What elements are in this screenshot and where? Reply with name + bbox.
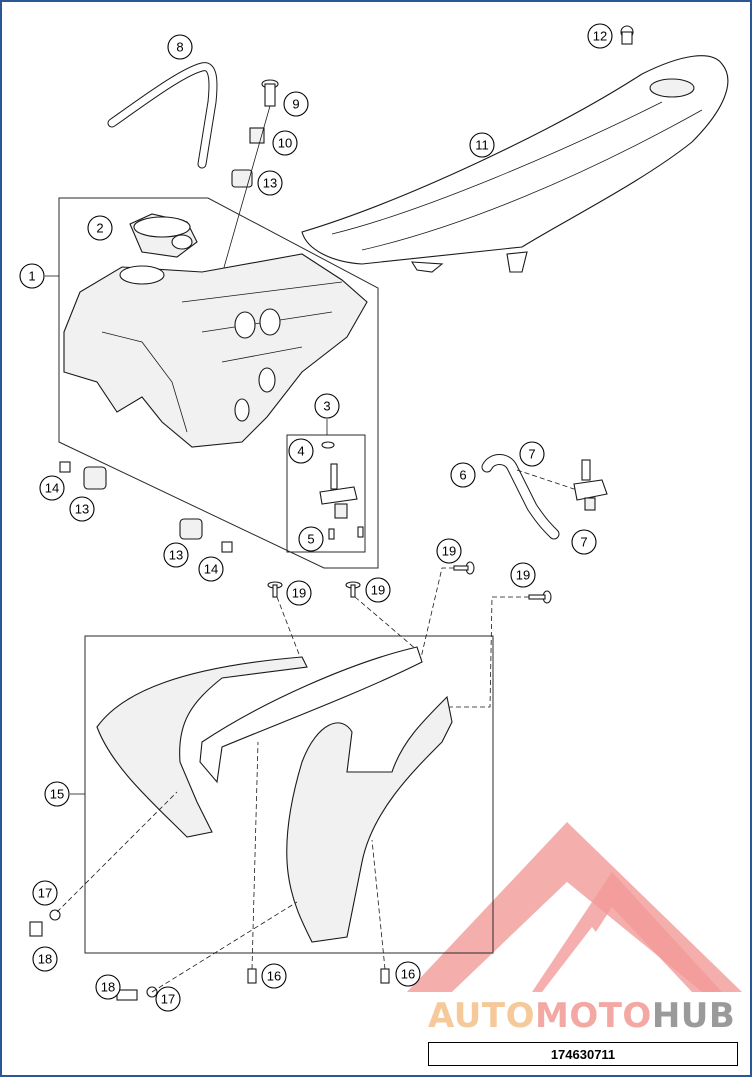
- svg-text:17: 17: [38, 886, 52, 901]
- tank-rubber-buffer-right: [179, 518, 203, 540]
- callout-13-left: 13: [69, 496, 95, 522]
- tank-rubber-buffer-left: [83, 466, 107, 490]
- svg-text:3: 3: [323, 399, 330, 414]
- svg-text:8: 8: [176, 40, 183, 55]
- svg-text:19: 19: [292, 586, 306, 601]
- svg-text:14: 14: [204, 562, 218, 577]
- tank-filler-cap: [129, 213, 198, 258]
- spoiler-group-frame: [84, 635, 494, 954]
- callout-13-top: 13: [257, 170, 283, 196]
- spoiler-left: [96, 646, 423, 838]
- tank-bolt-left: [59, 461, 71, 473]
- callout-10: 10: [272, 130, 298, 156]
- tap-screws: [328, 526, 364, 540]
- callout-16-right: 16: [395, 961, 421, 987]
- watermark-text: AUTOMOTOHUB: [428, 996, 748, 1036]
- callout-17-left: 17: [32, 880, 58, 906]
- fuel-line: [481, 454, 608, 540]
- seat: [301, 55, 729, 273]
- callout-3: 3: [314, 393, 340, 419]
- svg-text:4: 4: [297, 444, 304, 459]
- watermark-segment-1: AUTO: [428, 996, 535, 1036]
- svg-text:11: 11: [475, 138, 489, 153]
- callout-12: 12: [587, 23, 613, 49]
- svg-text:13: 13: [169, 548, 183, 563]
- svg-text:13: 13: [263, 176, 277, 191]
- svg-text:2: 2: [96, 221, 103, 236]
- svg-text:17: 17: [161, 992, 175, 1007]
- spoiler-right: [286, 695, 453, 943]
- svg-text:7: 7: [580, 535, 587, 550]
- svg-text:1: 1: [28, 269, 35, 284]
- watermark-logo: [407, 822, 742, 992]
- tank-bolt-right: [221, 541, 233, 553]
- callout-13-right: 13: [163, 542, 189, 568]
- callout-19-upper: 19: [436, 538, 462, 564]
- callout-5: 5: [298, 526, 324, 552]
- callout-19-left: 19: [286, 580, 312, 606]
- svg-text:9: 9: [292, 97, 299, 112]
- svg-text:16: 16: [401, 967, 415, 982]
- callout-2: 2: [87, 215, 113, 241]
- callout-14-right: 14: [198, 556, 224, 582]
- svg-text:10: 10: [278, 136, 292, 151]
- tank-bolt: [261, 79, 279, 107]
- callout-8: 8: [167, 34, 193, 60]
- fuel-tap: [319, 441, 358, 519]
- svg-text:19: 19: [516, 568, 530, 583]
- svg-text:13: 13: [75, 502, 89, 517]
- svg-text:12: 12: [593, 29, 607, 44]
- callout-17-right: 17: [155, 986, 181, 1012]
- svg-text:16: 16: [267, 969, 281, 984]
- callout-6: 6: [450, 462, 476, 488]
- svg-text:6: 6: [459, 468, 466, 483]
- callout-18-left: 18: [32, 946, 58, 972]
- callout-18-right: 18: [95, 974, 121, 1000]
- callout-19-right: 19: [510, 562, 536, 588]
- callout-15: 15: [44, 781, 70, 807]
- callout-11: 11: [469, 132, 495, 158]
- callout-16-left: 16: [261, 963, 287, 989]
- callout-1: 1: [19, 263, 45, 289]
- svg-text:18: 18: [38, 952, 52, 967]
- svg-text:7: 7: [528, 447, 535, 462]
- tank-rubber-buffer-top: [231, 169, 253, 188]
- svg-text:19: 19: [371, 583, 385, 598]
- watermark-segment-2: MOTO: [534, 996, 652, 1036]
- seat-screw: [620, 25, 634, 45]
- svg-text:19: 19: [442, 544, 456, 559]
- fuel-tap-subgroup-frame: [286, 434, 366, 553]
- diagram-part-number: 174630711: [428, 1042, 738, 1066]
- watermark-segment-3: HUB: [651, 996, 736, 1036]
- callout-14-left: 14: [39, 475, 65, 501]
- callout-4: 4: [288, 438, 314, 464]
- svg-text:18: 18: [101, 980, 115, 995]
- callout-7-upper: 7: [519, 441, 545, 467]
- callout-7-lower: 7: [571, 529, 597, 555]
- callout-9: 9: [283, 91, 309, 117]
- svg-text:14: 14: [45, 481, 59, 496]
- svg-text:15: 15: [50, 787, 64, 802]
- fuel-tank: [63, 253, 368, 448]
- svg-text:5: 5: [307, 532, 314, 547]
- fuel-tank-group-frame: [58, 197, 379, 569]
- spoiler-screws: [267, 561, 552, 604]
- callout-19-center: 19: [365, 577, 391, 603]
